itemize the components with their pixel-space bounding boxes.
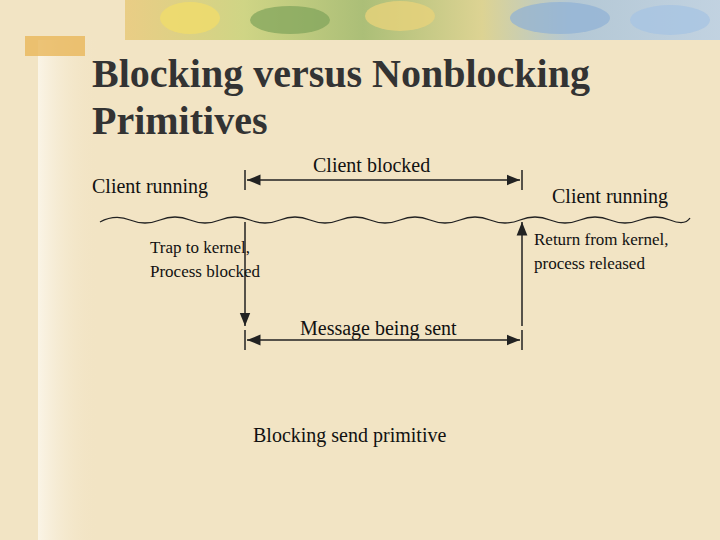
state-label: Client blocked — [313, 153, 493, 177]
flower — [630, 5, 710, 35]
tick — [244, 170, 246, 190]
return-arrow — [521, 222, 523, 326]
flower-banner — [125, 0, 720, 40]
state-label: Client running — [92, 174, 242, 198]
slide-title: Blocking versus Nonblocking Primitives — [92, 50, 692, 144]
leaf — [250, 6, 330, 34]
tick — [244, 330, 246, 350]
flower — [365, 1, 435, 31]
flower — [160, 2, 220, 34]
phase-label: Message being sent — [300, 316, 520, 340]
banner-accent — [25, 36, 85, 56]
duration-arrow — [247, 179, 520, 181]
tick — [521, 330, 523, 350]
timeline-wave — [100, 217, 690, 223]
event-note: Trap to kernel, Process blocked — [150, 236, 285, 284]
tick — [521, 170, 523, 190]
event-note: Return from kernel, process released — [534, 228, 699, 276]
duration-arrow — [247, 339, 520, 341]
flower — [510, 2, 610, 34]
diagram-caption: Blocking send primitive — [253, 423, 513, 447]
state-label: Client running — [552, 184, 712, 208]
left-panel — [38, 40, 98, 540]
